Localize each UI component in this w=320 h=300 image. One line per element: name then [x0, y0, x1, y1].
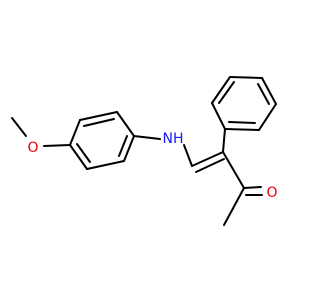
molecule-structure: O NH O [11, 76, 278, 226]
bond-ring2-2 [211, 76, 231, 104]
methoxyphenyl-ring [69, 111, 135, 170]
bond-ring1-6-inner [76, 143, 91, 163]
methoxy-group: O [11, 117, 71, 156]
bond-ring1-2 [79, 111, 118, 121]
acetyl-group: O [222, 151, 278, 226]
bond-nitrogen-to-vinyl [183, 144, 193, 167]
bond-ring2-1 [211, 102, 226, 130]
bond-vinyl-double-inner [195, 158, 225, 173]
vinyl-group [191, 151, 225, 173]
bond-ring1-3 [116, 111, 135, 137]
bond-ring1-5 [86, 160, 125, 170]
bond-ring2-5 [258, 103, 277, 131]
bond-vinyl-to-phenyl [222, 128, 226, 153]
bond-ring-to-methoxy-oxygen [43, 144, 71, 147]
bond-ring2-6 [224, 128, 260, 131]
amine-linker: NH [133, 131, 193, 167]
bond-ring2-4 [261, 77, 277, 105]
carbonyl-oxygen-label: O [266, 185, 277, 201]
bond-carbonyl-to-methyl [223, 187, 245, 226]
bond-ring1-1 [69, 119, 81, 146]
bond-ring2-4-inner [257, 83, 270, 105]
bond-vinyl-to-carbonyl [222, 151, 245, 189]
bond-ring2-6-inner [228, 121, 256, 124]
bond-vinyl-double-outer [191, 151, 224, 167]
bond-ring2-3 [229, 76, 263, 79]
bond-ring1-4 [123, 135, 135, 162]
methoxy-oxygen-label: O [27, 140, 38, 156]
bond-methoxy-oxygen-to-methyl [11, 117, 27, 137]
bond-carbonyl-double-1 [243, 186, 262, 189]
amine-nitrogen-label: NH [163, 131, 184, 147]
bond-ring2-2-inner [218, 81, 235, 104]
phenyl-ring [211, 76, 277, 153]
bond-ring1-2-inner [83, 118, 115, 127]
bond-ring1-6 [69, 144, 88, 170]
bond-ring-to-nitrogen [133, 135, 161, 140]
bond-ring1-4-inner [118, 135, 128, 157]
